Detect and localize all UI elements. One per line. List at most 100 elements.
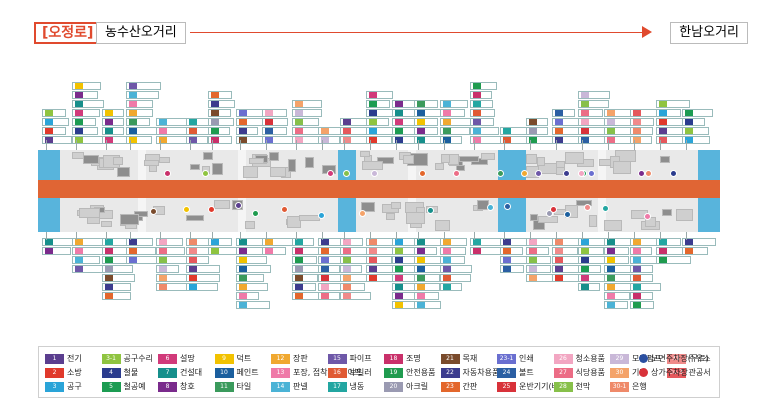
store-label[interactable] xyxy=(682,247,708,255)
store-pin[interactable] xyxy=(183,206,190,213)
store-label[interactable] xyxy=(604,118,631,126)
store-label[interactable] xyxy=(208,238,232,246)
store-label[interactable] xyxy=(126,247,156,255)
store-pin[interactable] xyxy=(164,170,171,177)
store-label[interactable] xyxy=(414,292,439,300)
store-label[interactable] xyxy=(72,82,101,90)
store-label[interactable] xyxy=(208,127,230,135)
store-label[interactable] xyxy=(126,238,153,246)
store-label[interactable] xyxy=(414,118,438,126)
store-label[interactable] xyxy=(552,256,581,264)
store-label[interactable] xyxy=(656,256,691,264)
store-label[interactable] xyxy=(440,136,462,144)
store-label[interactable] xyxy=(526,247,549,255)
store-label[interactable] xyxy=(414,127,438,135)
store-label[interactable] xyxy=(126,118,150,126)
store-label[interactable] xyxy=(440,256,465,264)
store-label[interactable] xyxy=(340,274,369,282)
store-pin[interactable] xyxy=(427,207,434,214)
store-label[interactable] xyxy=(340,292,371,300)
store-label[interactable] xyxy=(414,100,438,108)
store-pin[interactable] xyxy=(588,170,595,177)
store-label[interactable] xyxy=(470,109,495,117)
store-label[interactable] xyxy=(414,283,440,291)
store-label[interactable] xyxy=(208,100,235,108)
store-label[interactable] xyxy=(262,127,287,135)
store-label[interactable] xyxy=(500,256,528,264)
store-label[interactable] xyxy=(604,109,631,117)
store-label[interactable] xyxy=(292,109,322,117)
store-label[interactable] xyxy=(72,118,96,126)
store-label[interactable] xyxy=(236,127,258,135)
store-label[interactable] xyxy=(414,274,440,282)
store-label[interactable] xyxy=(102,109,124,117)
store-label[interactable] xyxy=(440,265,472,273)
store-label[interactable] xyxy=(500,265,524,273)
store-label[interactable] xyxy=(366,136,392,144)
store-label[interactable] xyxy=(604,292,630,300)
store-pin[interactable] xyxy=(546,210,553,217)
store-label[interactable] xyxy=(578,109,603,117)
store-label[interactable] xyxy=(604,301,628,309)
store-label[interactable] xyxy=(292,256,317,264)
store-label[interactable] xyxy=(318,265,340,273)
store-label[interactable] xyxy=(208,118,234,126)
store-label[interactable] xyxy=(156,247,185,255)
store-label[interactable] xyxy=(578,100,609,108)
store-label[interactable] xyxy=(126,256,160,264)
store-label[interactable] xyxy=(470,118,494,126)
store-label[interactable] xyxy=(102,265,133,273)
store-label[interactable] xyxy=(604,256,629,264)
store-pin[interactable] xyxy=(638,170,645,177)
store-label[interactable] xyxy=(470,91,492,99)
store-label[interactable] xyxy=(156,127,189,135)
store-label[interactable] xyxy=(630,109,658,117)
store-label[interactable] xyxy=(236,283,268,291)
store-label[interactable] xyxy=(630,292,653,300)
store-label[interactable] xyxy=(526,127,548,135)
store-label[interactable] xyxy=(318,292,340,300)
store-pin[interactable] xyxy=(645,170,652,177)
store-label[interactable] xyxy=(440,274,471,282)
store-label[interactable] xyxy=(42,247,71,255)
store-pin[interactable] xyxy=(521,170,528,177)
aerial-map[interactable] xyxy=(38,150,720,232)
store-label[interactable] xyxy=(102,283,131,291)
store-label[interactable] xyxy=(470,247,501,255)
store-label[interactable] xyxy=(682,109,713,117)
store-pin[interactable] xyxy=(535,170,542,177)
store-label[interactable] xyxy=(126,136,152,144)
store-label[interactable] xyxy=(292,238,314,246)
store-pin[interactable] xyxy=(578,170,585,177)
store-label[interactable] xyxy=(208,136,232,144)
store-label[interactable] xyxy=(340,265,362,273)
store-label[interactable] xyxy=(682,118,705,126)
store-pin[interactable] xyxy=(343,170,350,177)
store-label[interactable] xyxy=(318,127,342,135)
store-pin[interactable] xyxy=(281,206,288,213)
store-pin[interactable] xyxy=(504,203,511,210)
store-label[interactable] xyxy=(440,100,468,108)
store-label[interactable] xyxy=(102,292,131,300)
store-label[interactable] xyxy=(42,136,72,144)
store-label[interactable] xyxy=(656,247,683,255)
store-label[interactable] xyxy=(42,109,66,117)
store-label[interactable] xyxy=(156,118,189,126)
store-pin[interactable] xyxy=(564,211,571,218)
store-label[interactable] xyxy=(552,127,580,135)
store-label[interactable] xyxy=(318,136,340,144)
store-label[interactable] xyxy=(470,100,493,108)
store-label[interactable] xyxy=(440,127,470,135)
store-pin[interactable] xyxy=(602,205,609,212)
store-label[interactable] xyxy=(440,283,462,291)
store-label[interactable] xyxy=(186,283,218,291)
store-label[interactable] xyxy=(656,109,681,117)
store-label[interactable] xyxy=(236,256,267,264)
store-pin[interactable] xyxy=(419,170,426,177)
store-label[interactable] xyxy=(156,283,189,291)
store-label[interactable] xyxy=(236,292,259,300)
store-pin[interactable] xyxy=(644,213,651,220)
store-label[interactable] xyxy=(186,274,220,282)
store-label[interactable] xyxy=(578,265,601,273)
store-label[interactable] xyxy=(72,91,98,99)
